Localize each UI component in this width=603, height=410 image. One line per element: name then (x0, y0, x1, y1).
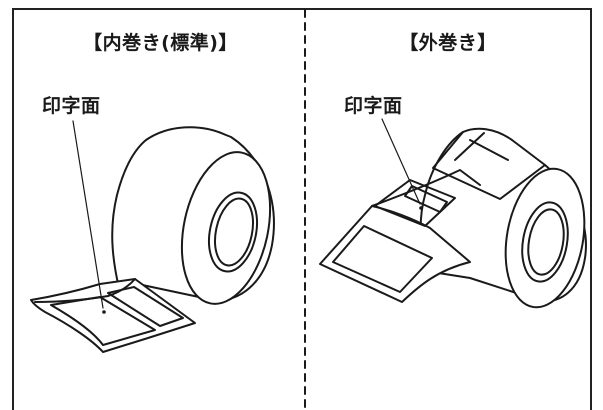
inner-wound-title: 【内巻き(標準)】 (83, 32, 238, 54)
outer-wound-title: 【外巻き】 (399, 32, 497, 54)
diagram-frame (12, 8, 592, 410)
inner-wound-roll (30, 126, 275, 353)
pointer-line-left (72, 120, 104, 309)
pointer-dot-right (419, 206, 423, 210)
pointer-line-right (381, 118, 421, 205)
outer-wound-roll (319, 127, 587, 309)
print-surface-label-right: 印字面 (344, 95, 403, 117)
print-surface-label-left: 印字面 (42, 95, 101, 117)
pointer-dot-left (102, 310, 106, 314)
